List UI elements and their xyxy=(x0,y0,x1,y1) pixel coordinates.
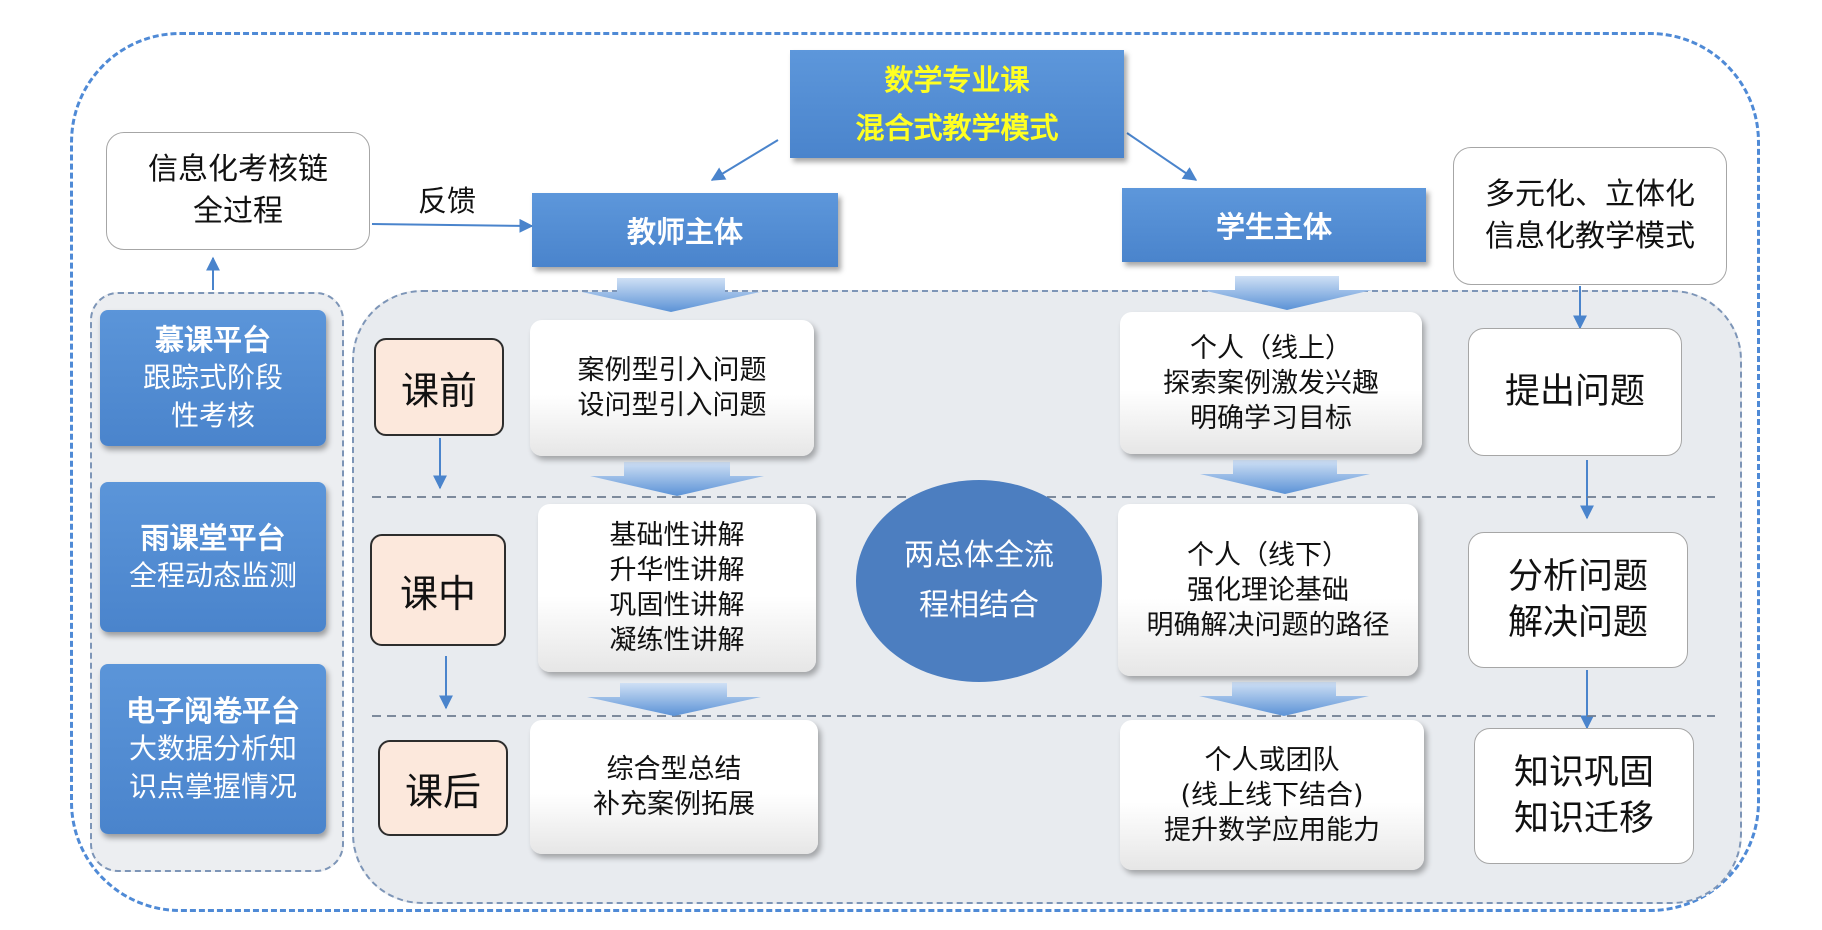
chevron-arrow-icon xyxy=(1200,460,1370,494)
chevron-arrow-icon xyxy=(582,278,760,312)
content-line: 综合型总结 xyxy=(606,754,742,785)
content-line: 个人或团队 xyxy=(1204,744,1340,776)
arrow-title-to-teacher xyxy=(710,139,779,181)
platform-desc: 性考核 xyxy=(170,399,255,432)
content-line: 升华性讲解 xyxy=(609,555,745,586)
info-chain-box: 信息化考核链 全过程 xyxy=(106,132,370,250)
teacher-content-after: 综合型总结 补充案例拓展 xyxy=(530,720,818,854)
student-subject-label: 学生主体 xyxy=(1215,210,1332,244)
content-line: 提升数学应用能力 xyxy=(1164,814,1380,846)
chevron-arrow-icon xyxy=(590,462,764,496)
student-subject-box: 学生主体 xyxy=(1122,188,1426,262)
platform-desc: 大数据分析知 xyxy=(128,732,297,765)
student-content-during: 个人（线下） 强化理论基础 明确解决问题的路径 xyxy=(1118,504,1418,676)
feedback-label: 反馈 xyxy=(418,184,477,218)
arrow-title-to-student xyxy=(1126,132,1198,181)
content-line: 明确学习目标 xyxy=(1190,402,1352,434)
content-line: 凝练性讲解 xyxy=(609,625,745,656)
student-content-before: 个人（线上） 探索案例激发兴趣 明确学习目标 xyxy=(1120,312,1422,454)
content-line: 个人（线上） xyxy=(1190,332,1352,364)
chevron-arrow-icon xyxy=(1199,682,1369,716)
platform-title: 电子阅卷平台 xyxy=(125,694,300,728)
chevron-arrow-icon xyxy=(587,683,761,716)
step-line: 知识迁移 xyxy=(1513,799,1654,839)
step-line: 分析问题 xyxy=(1507,557,1648,597)
teaching-mode-line-1: 多元化、立体化 xyxy=(1485,177,1695,212)
diagram-title: 数学专业课 混合式教学模式 xyxy=(790,50,1124,158)
teacher-subject-label: 教师主体 xyxy=(626,215,743,249)
chevron-arrow-icon xyxy=(1202,276,1372,310)
e-marking-platform-box: 电子阅卷平台 大数据分析知 识点掌握情况 xyxy=(100,664,326,834)
outer-dashed-frame xyxy=(70,32,1760,912)
content-line: 强化理论基础 xyxy=(1187,574,1349,606)
content-line: (线上线下结合) xyxy=(1180,779,1364,811)
phase-in-class: 课中 xyxy=(370,534,506,646)
step-knowledge: 知识巩固 知识迁移 xyxy=(1474,728,1694,864)
ellipse-line-2: 程相结合 xyxy=(919,588,1039,623)
arrow-feedback xyxy=(371,218,534,233)
step-analyze-solve: 分析问题 解决问题 xyxy=(1468,532,1688,668)
content-line: 案例型引入问题 xyxy=(577,355,767,386)
content-line: 探索案例激发兴趣 xyxy=(1163,367,1379,399)
step-line: 解决问题 xyxy=(1507,603,1648,643)
teacher-subject-box: 教师主体 xyxy=(532,193,838,267)
step-line: 提出问题 xyxy=(1504,372,1645,412)
content-line: 个人（线下） xyxy=(1187,539,1349,571)
content-line: 补充案例拓展 xyxy=(593,789,755,820)
phase-after-class: 课后 xyxy=(378,740,508,836)
teacher-content-before: 案例型引入问题 设问型引入问题 xyxy=(530,320,814,456)
info-chain-line-1: 信息化考核链 xyxy=(148,152,328,187)
teacher-content-during: 基础性讲解 升华性讲解 巩固性讲解 凝练性讲解 xyxy=(538,504,816,672)
title-line-1: 数学专业课 xyxy=(884,63,1030,97)
platform-title: 雨课堂平台 xyxy=(140,521,286,555)
title-line-2: 混合式教学模式 xyxy=(855,111,1059,145)
step-raise-question: 提出问题 xyxy=(1468,328,1682,456)
phase-before-class: 课前 xyxy=(374,338,504,436)
platform-desc: 全程动态监测 xyxy=(128,559,297,592)
mooc-platform-box: 慕课平台 跟踪式阶段 性考核 xyxy=(100,310,326,446)
info-chain-line-2: 全过程 xyxy=(193,194,283,229)
student-content-after: 个人或团队 (线上线下结合) 提升数学应用能力 xyxy=(1120,720,1424,870)
rain-classroom-platform-box: 雨课堂平台 全程动态监测 xyxy=(100,482,326,632)
teaching-mode-box: 多元化、立体化 信息化教学模式 xyxy=(1453,147,1727,285)
content-line: 巩固性讲解 xyxy=(609,590,745,621)
platform-desc: 跟踪式阶段 xyxy=(142,361,283,394)
platform-desc: 识点掌握情况 xyxy=(128,770,297,803)
center-ellipse: 两总体全流 程相结合 xyxy=(856,480,1102,682)
step-line: 知识巩固 xyxy=(1513,753,1654,793)
teaching-mode-line-2: 信息化教学模式 xyxy=(1485,219,1695,254)
ellipse-line-1: 两总体全流 xyxy=(904,538,1054,573)
platform-title: 慕课平台 xyxy=(154,323,271,357)
content-line: 明确解决问题的路径 xyxy=(1146,609,1390,641)
content-line: 设问型引入问题 xyxy=(577,390,767,421)
content-line: 基础性讲解 xyxy=(609,520,745,551)
